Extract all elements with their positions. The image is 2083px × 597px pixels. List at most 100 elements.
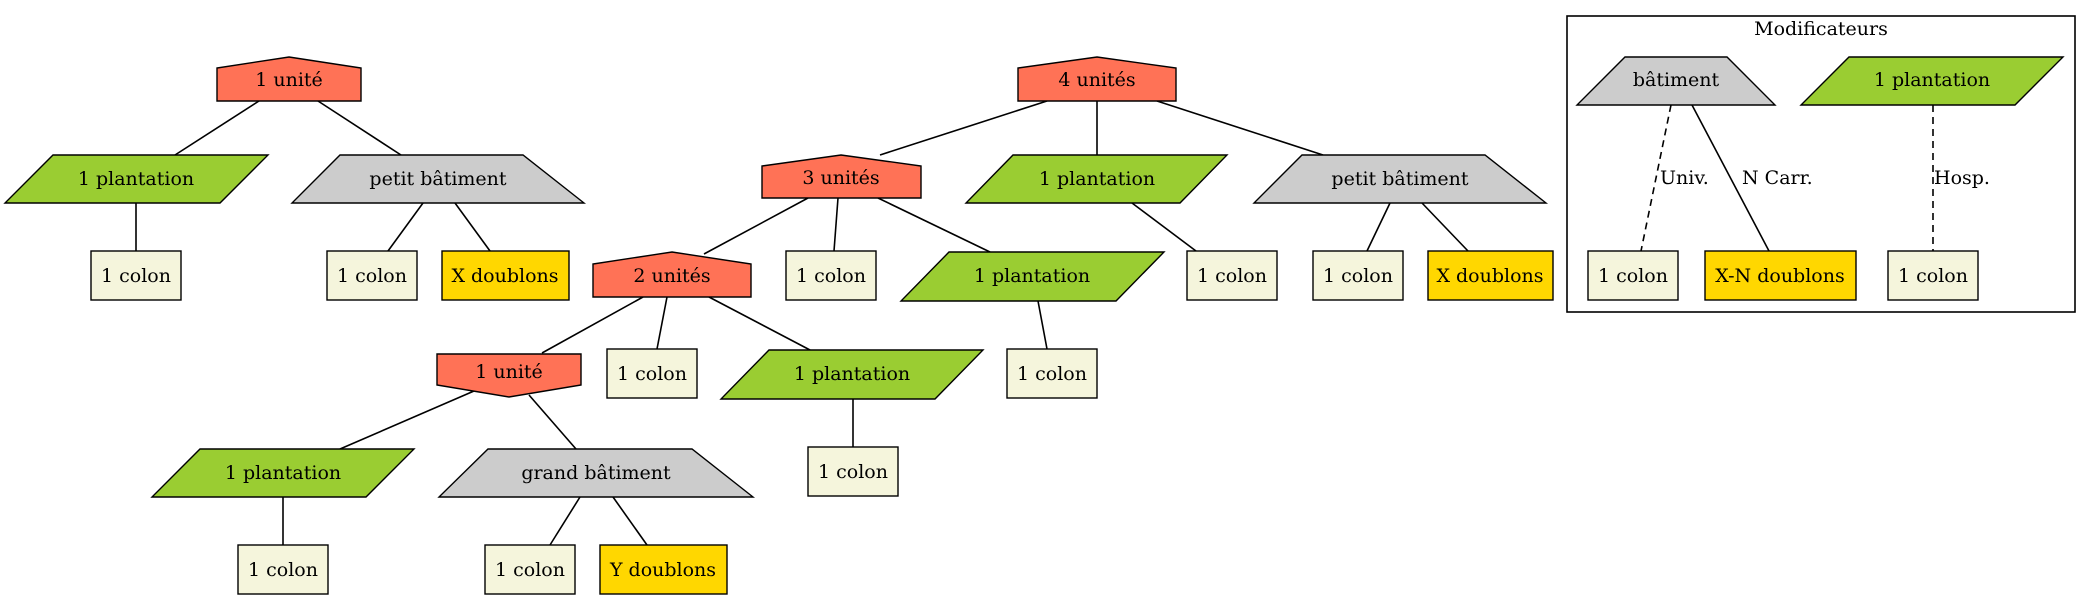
edge bbox=[339, 390, 475, 450]
node-label: 1 colon bbox=[101, 265, 171, 287]
node-label: 2 unités bbox=[633, 265, 710, 287]
node-label: 1 colon bbox=[796, 265, 866, 287]
edge-dashed bbox=[1640, 104, 1672, 252]
node-label: 1 colon bbox=[1017, 363, 1087, 385]
colon-shape bbox=[237, 544, 329, 595]
node-label: petit bâtiment bbox=[1331, 168, 1468, 190]
node-plantation: 1 plantation bbox=[719, 349, 985, 400]
edge bbox=[703, 197, 809, 255]
colon-shape bbox=[1006, 348, 1098, 399]
edge bbox=[454, 202, 491, 252]
building-shape bbox=[1252, 154, 1549, 204]
node-label: 1 colon bbox=[1898, 265, 1968, 287]
legend-node-building: bâtiment bbox=[1575, 56, 1777, 106]
doublons-shape bbox=[1704, 250, 1857, 301]
node-colon: 1 colon bbox=[1312, 250, 1404, 301]
edge-label-ncarr: N Carr. bbox=[1742, 167, 1813, 189]
plantation-shape bbox=[1799, 56, 2065, 106]
building-shape bbox=[437, 448, 756, 498]
legend-node-colon: 1 colon bbox=[1887, 250, 1979, 301]
node-label: 1 plantation bbox=[794, 363, 910, 385]
edge bbox=[879, 100, 1048, 156]
doublons-shape bbox=[599, 544, 728, 595]
legend-node-colon: 1 colon bbox=[1587, 250, 1679, 301]
legend-node-plantation: 1 plantation bbox=[1799, 56, 2065, 106]
node-label: 1 colon bbox=[495, 559, 565, 581]
colon-shape bbox=[1312, 250, 1404, 301]
doublons-shape bbox=[1427, 250, 1554, 301]
edge bbox=[1037, 300, 1048, 350]
edge bbox=[1131, 202, 1197, 252]
node-label: 1 colon bbox=[617, 363, 687, 385]
node-building: petit bâtiment bbox=[290, 154, 587, 204]
node-colon: 1 colon bbox=[1186, 250, 1278, 301]
node-label: 1 plantation bbox=[974, 265, 1090, 287]
plantation-shape bbox=[3, 154, 270, 204]
plantation-shape bbox=[150, 448, 416, 498]
edge bbox=[612, 496, 648, 546]
node-colon: 1 colon bbox=[90, 250, 182, 301]
node-building: grand bâtiment bbox=[437, 448, 756, 498]
plantation-shape bbox=[964, 154, 1229, 204]
colon-shape bbox=[484, 544, 576, 595]
colon-shape bbox=[1186, 250, 1278, 301]
edge bbox=[387, 202, 424, 252]
node-label: 1 colon bbox=[818, 461, 888, 483]
node-colon: 1 colon bbox=[1006, 348, 1098, 399]
edges bbox=[135, 100, 1934, 546]
building-shape bbox=[1575, 56, 1777, 106]
node-colon: 1 colon bbox=[807, 446, 899, 497]
node-label: bâtiment bbox=[1633, 69, 1720, 91]
legend-frame bbox=[1566, 15, 2076, 313]
node-unit: 2 unités bbox=[592, 251, 752, 298]
edge bbox=[541, 296, 644, 354]
node-label: grand bâtiment bbox=[521, 462, 671, 484]
node-unit: 3 unités bbox=[761, 154, 922, 199]
node-label: petit bâtiment bbox=[369, 168, 506, 190]
node-doublons: X doublons bbox=[1427, 250, 1554, 301]
edge bbox=[1691, 104, 1770, 252]
edge bbox=[1156, 100, 1324, 156]
node-label: 1 colon bbox=[1323, 265, 1393, 287]
legend-cluster: Modificateurs bâtiment 1 plantation Univ… bbox=[1566, 15, 2076, 313]
node-doublons: X doublons bbox=[441, 250, 570, 301]
node-unit: 4 unités bbox=[1017, 56, 1177, 102]
colon-shape bbox=[807, 446, 899, 497]
edge bbox=[1421, 202, 1469, 252]
edge bbox=[174, 100, 260, 156]
node-colon: 1 colon bbox=[326, 250, 418, 301]
plantation-shape bbox=[899, 251, 1166, 302]
unit-shape bbox=[436, 353, 582, 398]
edge bbox=[549, 496, 581, 546]
legend-node-doublons: X-N doublons bbox=[1704, 250, 1857, 301]
edge-label-hosp: Hosp. bbox=[1934, 167, 1990, 189]
node-colon: 1 colon bbox=[606, 348, 698, 399]
edge bbox=[708, 296, 811, 351]
node-label: 1 plantation bbox=[1039, 168, 1155, 190]
unit-shape bbox=[1017, 56, 1177, 102]
node-plantation: 1 plantation bbox=[899, 251, 1166, 302]
node-label: 4 unités bbox=[1058, 69, 1135, 91]
doublons-shape bbox=[441, 250, 570, 301]
plantation-shape bbox=[719, 349, 985, 400]
legend-title: Modificateurs bbox=[1754, 18, 1888, 40]
node-plantation: 1 plantation bbox=[964, 154, 1229, 204]
colon-shape bbox=[606, 348, 698, 399]
edge bbox=[1366, 202, 1391, 252]
edge bbox=[833, 197, 839, 252]
node-label: X-N doublons bbox=[1715, 265, 1844, 287]
node-plantation: 1 plantation bbox=[150, 448, 416, 498]
node-plantation: 1 plantation bbox=[3, 154, 270, 204]
node-colon: 1 colon bbox=[237, 544, 329, 595]
node-building: petit bâtiment bbox=[1252, 154, 1549, 204]
node-label: Y doublons bbox=[609, 559, 716, 581]
colon-shape bbox=[90, 250, 182, 301]
node-label: 1 unité bbox=[255, 69, 323, 91]
node-colon: 1 colon bbox=[484, 544, 576, 595]
colon-shape bbox=[785, 250, 877, 301]
colon-shape bbox=[1587, 250, 1679, 301]
node-label: 1 colon bbox=[337, 265, 407, 287]
node-unit: 1 unité bbox=[436, 353, 582, 398]
node-label: 1 colon bbox=[248, 559, 318, 581]
